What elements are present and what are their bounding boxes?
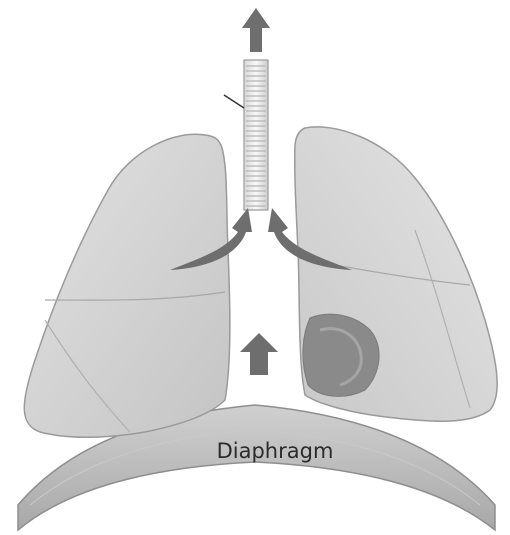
trachea [224, 60, 268, 210]
right-lung [295, 127, 497, 421]
diaphragm-label: Diaphragm [217, 439, 334, 463]
diaphragm-up-arrow-icon [240, 333, 278, 375]
left-lung [24, 134, 230, 437]
up-arrow-icon [242, 8, 270, 52]
